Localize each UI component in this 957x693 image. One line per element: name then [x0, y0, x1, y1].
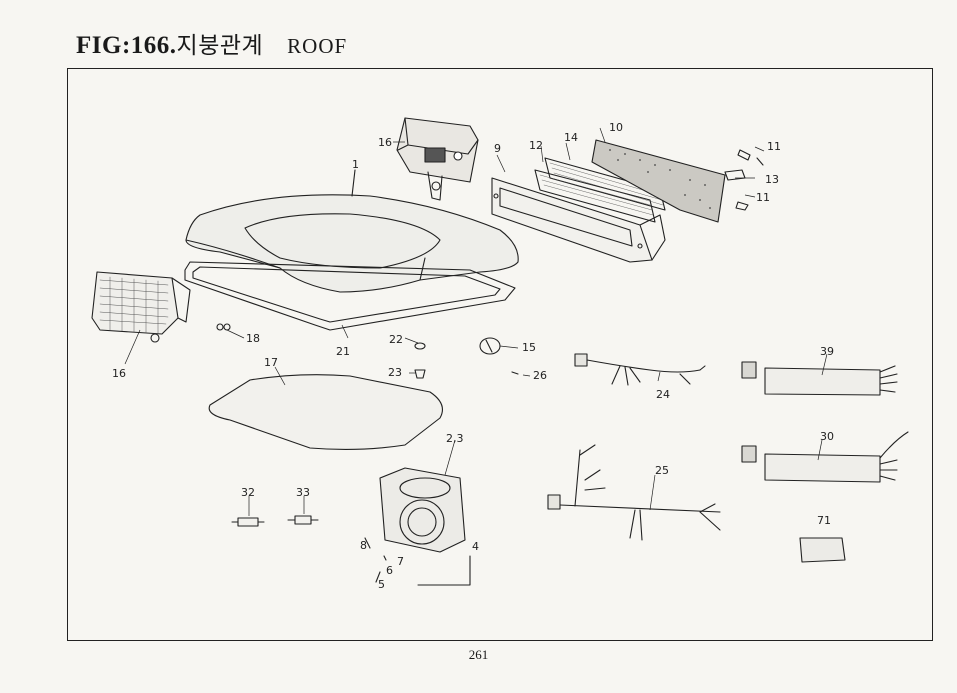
callout-16-lower: 16 [112, 367, 126, 380]
cassette-12-14 [534, 157, 666, 223]
callout-6: 6 [386, 564, 393, 577]
callout-11-upper: 11 [767, 140, 781, 153]
callout-30: 30 [820, 430, 834, 443]
callout-23: 23 [388, 366, 402, 379]
callout-33: 33 [296, 486, 310, 499]
callout-39: 39 [820, 345, 834, 358]
fuse-32 [231, 517, 265, 527]
callout-18: 18 [246, 332, 260, 345]
work-lamp-upper [396, 117, 479, 201]
leader-lines [124, 127, 828, 516]
blower-housing-2-3 [379, 467, 466, 553]
callout-26: 26 [533, 369, 547, 382]
grommet-22 [414, 342, 426, 350]
callout-17: 17 [264, 356, 278, 369]
callout-24: 24 [656, 388, 670, 401]
callout-25: 25 [655, 464, 669, 477]
callout-13: 13 [765, 173, 779, 186]
switch-15 [479, 337, 501, 355]
callout-32: 32 [241, 486, 255, 499]
page-number: 261 [468, 647, 489, 662]
fastener-23 [414, 369, 426, 379]
control-module-30 [741, 431, 909, 483]
figure-title-english: ROOF [287, 34, 348, 58]
figure-title: FIG:166.지붕관계 ROOF [76, 26, 347, 60]
callout-8: 8 [360, 539, 367, 552]
callout-5: 5 [378, 578, 385, 591]
figure-number: FIG:166. [76, 32, 177, 59]
mounting-hardware-4-8 [364, 537, 387, 583]
callout-4: 4 [472, 540, 479, 553]
control-module-39 [741, 361, 898, 396]
clip-part-18 [216, 323, 231, 331]
callout-12: 12 [529, 139, 543, 152]
roof-shell [185, 169, 519, 293]
callout-2-3: 2,3 [446, 432, 464, 445]
roof-gasket-frame [184, 261, 516, 331]
callout-15: 15 [522, 341, 536, 354]
callout-21: 21 [336, 345, 350, 358]
figure-title-korean: 지붕관계 [176, 33, 264, 58]
callout-22: 22 [389, 333, 403, 346]
work-lamp-lower [91, 271, 191, 343]
headliner-panel [208, 374, 443, 450]
diagram-frame [67, 68, 933, 641]
callout-10: 10 [609, 121, 623, 134]
cover-71 [799, 537, 846, 563]
callout-16-upper: 16 [378, 136, 392, 149]
front-bezel-9 [491, 177, 666, 263]
callout-7: 7 [397, 555, 404, 568]
leader-4 [417, 555, 471, 586]
callout-71: 71 [817, 514, 831, 527]
callout-11-lower: 11 [756, 191, 770, 204]
callout-1: 1 [352, 158, 359, 171]
filter-mesh-10 [591, 139, 726, 223]
wire-harness-25 [547, 444, 721, 541]
callout-9: 9 [494, 142, 501, 155]
wire-harness-24 [574, 353, 706, 386]
fuse-33 [287, 515, 319, 525]
callout-14: 14 [564, 131, 578, 144]
screw-26 [511, 371, 519, 375]
callout-labels: 1 2,3 4 5 6 7 8 9 10 11 11 12 13 14 15 1… [112, 121, 834, 591]
